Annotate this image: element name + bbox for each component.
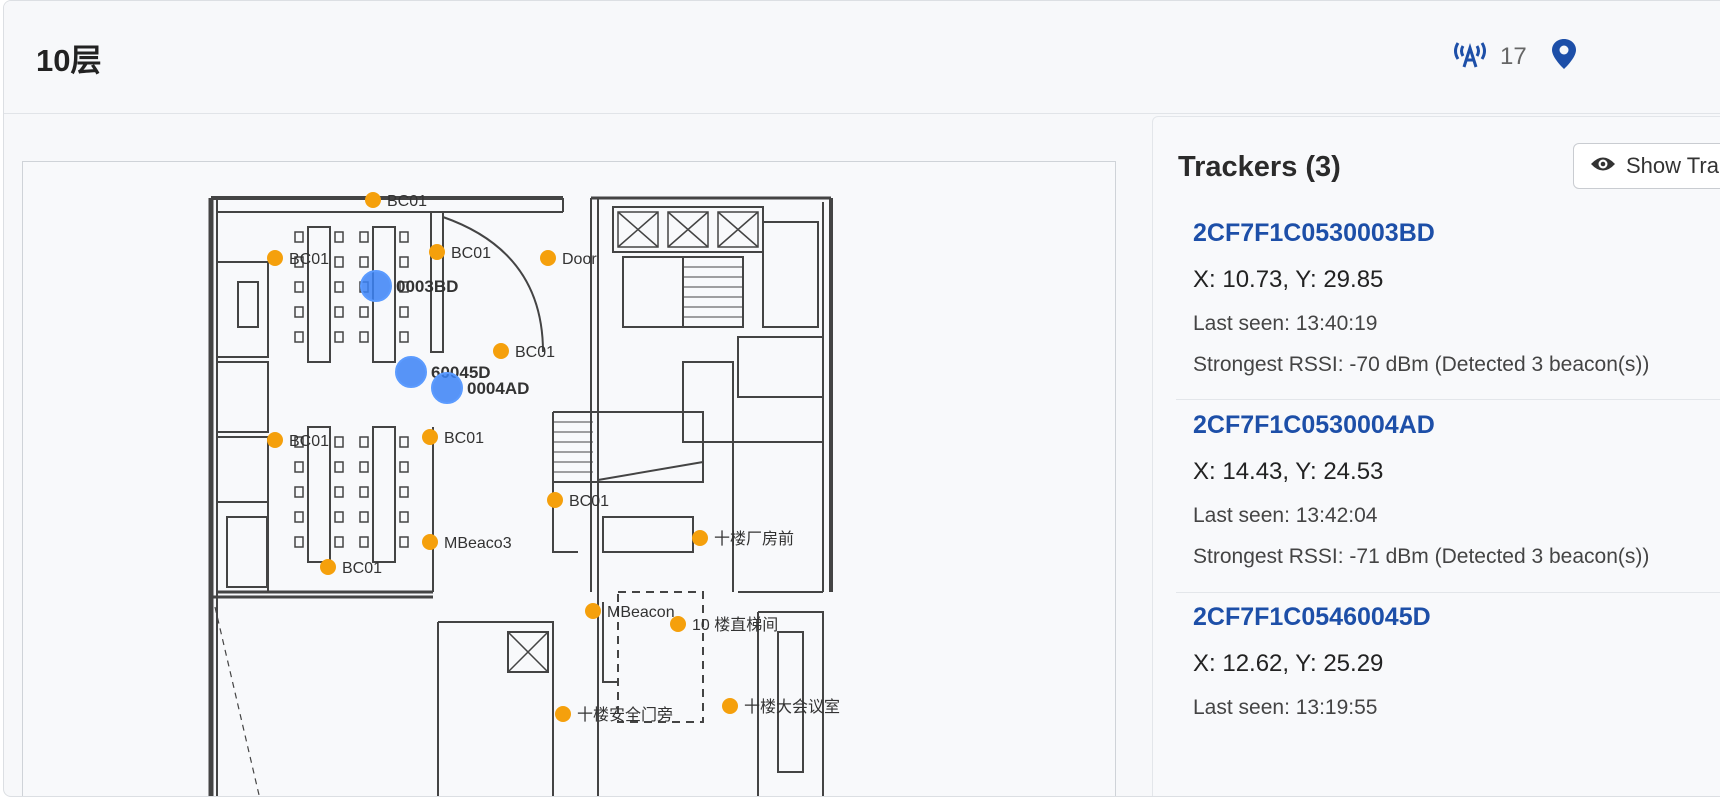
beacon-dot[interactable] bbox=[555, 706, 571, 722]
tracker-label: 0004AD bbox=[467, 379, 529, 398]
tracker-dot[interactable] bbox=[395, 356, 427, 388]
show-trail-label: Show Trai bbox=[1626, 153, 1720, 178]
beacon-marker[interactable]: BC01 bbox=[493, 343, 555, 361]
location-pin-stat bbox=[1550, 37, 1578, 76]
tracker-marker[interactable]: 0003BD bbox=[360, 270, 458, 302]
tracker-id[interactable]: 2CF7F1C05460045D bbox=[1193, 603, 1431, 631]
floor-header: 10层 17 bbox=[4, 1, 1720, 114]
floor-title: 10层 bbox=[36, 43, 102, 78]
beacon-label: BC01 bbox=[387, 193, 427, 210]
tracker-coords: X: 14.43, Y: 24.53 bbox=[1193, 458, 1384, 485]
trackers-panel: Trackers (3) Show Trai 2CF7F1C0530003BD … bbox=[1152, 116, 1720, 796]
tracker-coords: X: 12.62, Y: 25.29 bbox=[1193, 650, 1384, 677]
tracker-last-seen: Last seen: 13:19:55 bbox=[1193, 696, 1378, 719]
tracker-rssi: Strongest RSSI: -71 dBm (Detected 3 beac… bbox=[1193, 545, 1650, 568]
beacon-marker[interactable]: 十楼大会议室 bbox=[722, 698, 840, 716]
tracker-dot[interactable] bbox=[360, 270, 392, 302]
beacon-marker[interactable]: BC01 bbox=[267, 250, 329, 268]
tracker-marker[interactable]: 0004AD bbox=[431, 372, 529, 404]
beacon-dot[interactable] bbox=[365, 192, 381, 208]
beacon-dot[interactable] bbox=[493, 343, 509, 359]
beacon-dot[interactable] bbox=[692, 530, 708, 546]
beacon-marker[interactable]: 10 楼直梯间 bbox=[670, 616, 778, 634]
beacon-label: 十楼安全门旁 bbox=[577, 706, 673, 724]
beacon-dot[interactable] bbox=[320, 559, 336, 575]
divider bbox=[1176, 399, 1720, 400]
beacon-label: 十楼厂房前 bbox=[714, 530, 794, 548]
gateway-count: 17 bbox=[1452, 39, 1527, 74]
beacon-marker[interactable]: 十楼安全门旁 bbox=[555, 706, 673, 724]
beacon-dot[interactable] bbox=[422, 534, 438, 550]
beacon-dot[interactable] bbox=[429, 244, 445, 260]
beacon-label: BC01 bbox=[289, 433, 329, 450]
beacon-marker[interactable]: BC01 bbox=[365, 192, 427, 210]
tracker-last-seen: Last seen: 13:42:04 bbox=[1193, 504, 1378, 527]
location-pin-icon bbox=[1550, 37, 1578, 76]
tracker-item[interactable]: 2CF7F1C05460045D X: 12.62, Y: 25.29 Last… bbox=[1176, 603, 1720, 720]
beacon-label: BC01 bbox=[289, 251, 329, 268]
beacon-marker[interactable]: BC01 bbox=[422, 429, 484, 447]
tracker-item[interactable]: 2CF7F1C0530003BD X: 10.73, Y: 29.85 Last… bbox=[1176, 219, 1720, 377]
beacon-label: BC01 bbox=[444, 430, 484, 447]
beacon-label: BC01 bbox=[451, 245, 491, 262]
beacon-marker[interactable]: BC01 bbox=[320, 559, 382, 577]
beacon-dot[interactable] bbox=[267, 432, 283, 448]
eye-icon bbox=[1590, 153, 1616, 179]
beacon-label: BC01 bbox=[342, 560, 382, 577]
tracker-item[interactable]: 2CF7F1C0530004AD X: 14.43, Y: 24.53 Last… bbox=[1176, 411, 1720, 569]
beacon-dot[interactable] bbox=[585, 603, 601, 619]
trackers-title: Trackers (3) bbox=[1178, 151, 1341, 183]
beacon-label: Door bbox=[562, 251, 597, 268]
beacon-marker[interactable]: Door bbox=[540, 250, 597, 268]
beacon-label: MBeacon bbox=[607, 604, 675, 621]
beacon-dot[interactable] bbox=[267, 250, 283, 266]
beacon-dot[interactable] bbox=[422, 429, 438, 445]
beacon-dot[interactable] bbox=[540, 250, 556, 266]
beacon-dot[interactable] bbox=[722, 698, 738, 714]
gateway-count-value: 17 bbox=[1500, 42, 1527, 70]
beacon-marker[interactable]: BC01 bbox=[429, 244, 491, 262]
divider bbox=[1176, 592, 1720, 593]
tracker-rssi: Strongest RSSI: -70 dBm (Detected 3 beac… bbox=[1193, 353, 1650, 376]
floor-card: 10层 17 bbox=[3, 0, 1720, 797]
tracker-id[interactable]: 2CF7F1C0530003BD bbox=[1193, 219, 1435, 247]
tracker-dot[interactable] bbox=[431, 372, 463, 404]
tracker-coords: X: 10.73, Y: 29.85 bbox=[1193, 266, 1384, 293]
tracker-id[interactable]: 2CF7F1C0530004AD bbox=[1193, 411, 1435, 439]
tracker-last-seen: Last seen: 13:40:19 bbox=[1193, 312, 1378, 335]
beacon-marker[interactable]: BC01 bbox=[547, 492, 609, 510]
beacon-dot[interactable] bbox=[670, 616, 686, 632]
show-trail-button[interactable]: Show Trai bbox=[1573, 143, 1720, 189]
beacon-marker[interactable]: MBeaco3 bbox=[422, 534, 512, 552]
tracker-label: 0003BD bbox=[396, 277, 458, 296]
floor-plan[interactable]: BC01BC01BC01DoorBC01BC01BC01BC01MBeaco3十… bbox=[23, 162, 1115, 797]
beacon-label: MBeaco3 bbox=[444, 535, 512, 552]
beacon-marker[interactable]: MBeacon bbox=[585, 603, 675, 621]
beacon-label: BC01 bbox=[569, 493, 609, 510]
beacon-label: 十楼大会议室 bbox=[744, 698, 840, 716]
beacon-marker[interactable]: BC01 bbox=[267, 432, 329, 450]
beacon-marker[interactable]: 十楼厂房前 bbox=[692, 530, 794, 548]
beacon-label: 10 楼直梯间 bbox=[692, 616, 778, 634]
beacon-label: BC01 bbox=[515, 344, 555, 361]
beacon-dot[interactable] bbox=[547, 492, 563, 508]
antenna-icon bbox=[1452, 39, 1488, 74]
